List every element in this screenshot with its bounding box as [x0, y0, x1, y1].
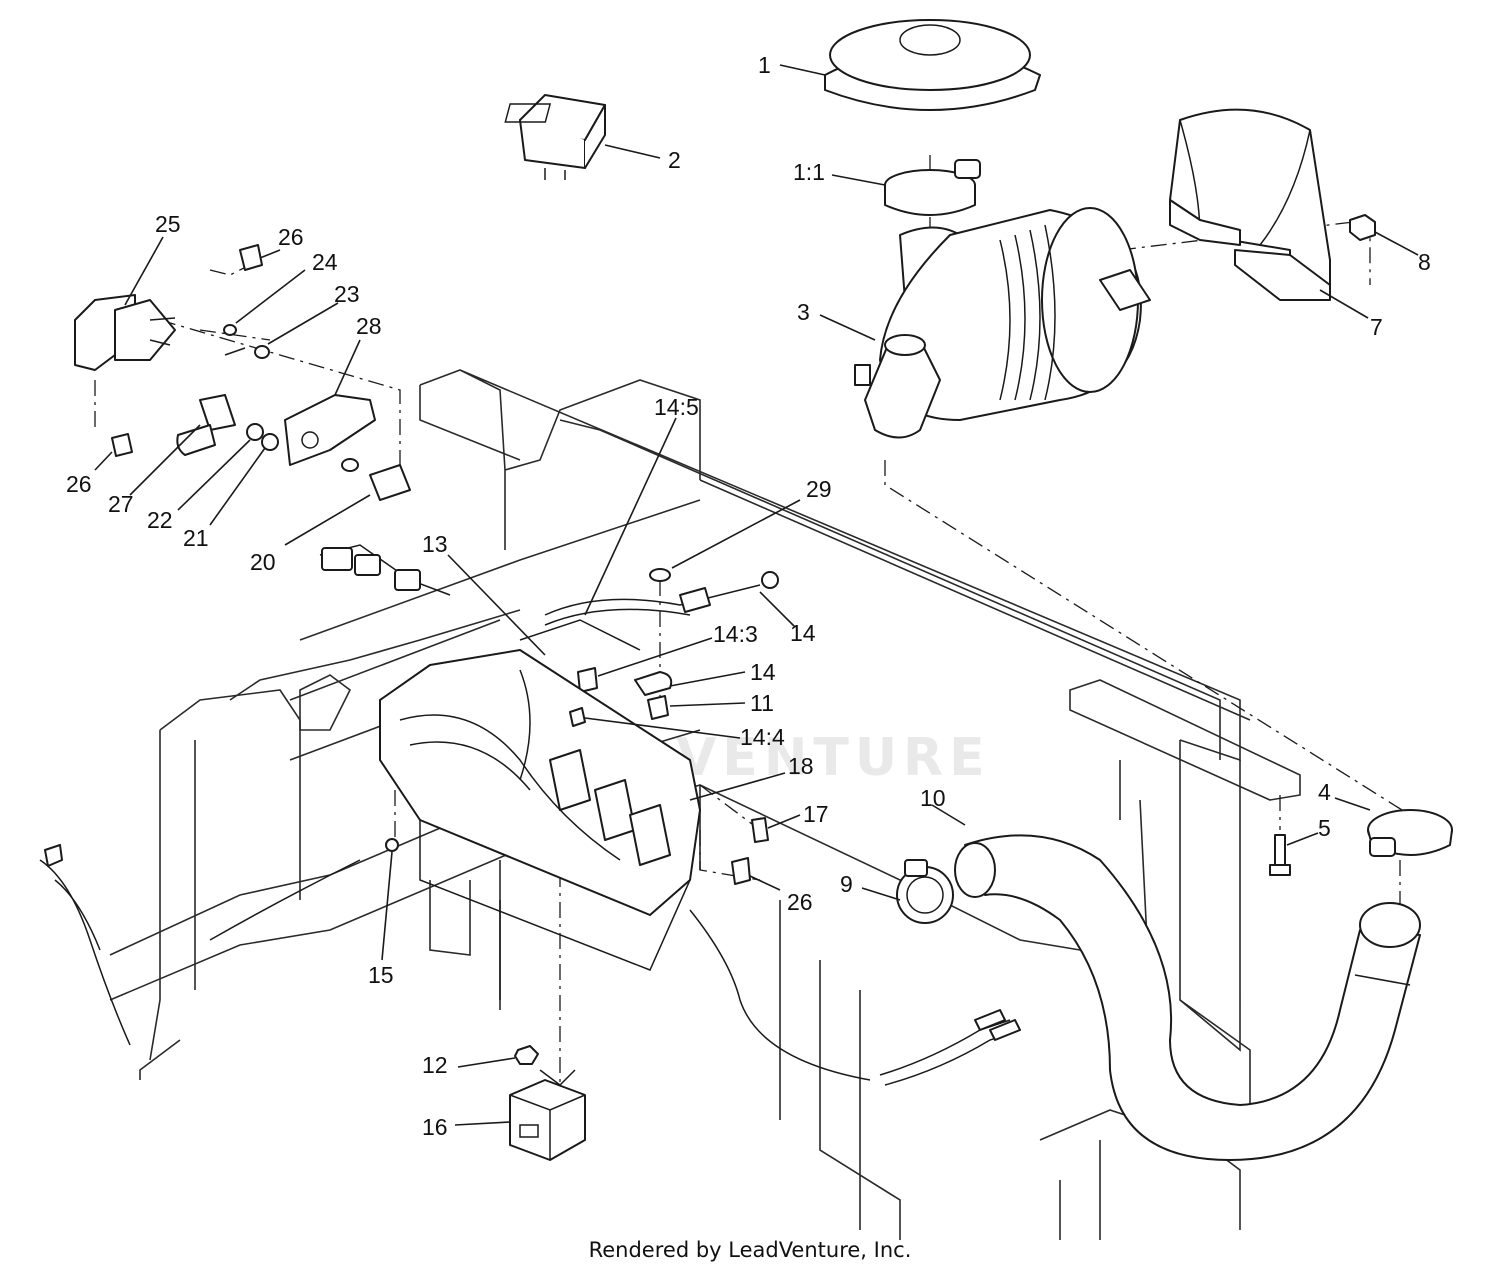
part-7-bracket — [1169, 108, 1331, 301]
callout-25: 25 — [155, 211, 181, 237]
part-23-nut — [254, 345, 270, 359]
part-3-air-cleaner — [854, 207, 1151, 439]
part-4-clamp — [1367, 809, 1453, 857]
part-8-nut — [1349, 214, 1376, 241]
callout-27: 27 — [108, 491, 134, 517]
callout-2: 2 — [668, 147, 681, 173]
callout-10: 10 — [920, 785, 946, 811]
callout-24: 24 — [312, 249, 338, 275]
callout-3: 3 — [797, 299, 810, 325]
callouts: 1 1:1 2 3 4 5 7 8 9 10 11 12 13 14 14 14… — [66, 52, 1431, 1140]
callout-7: 7 — [1370, 314, 1383, 340]
part-16-relay — [509, 1069, 586, 1161]
callout-15: 15 — [368, 962, 394, 988]
callout-12: 12 — [422, 1052, 448, 1078]
callout-13: 13 — [422, 531, 448, 557]
callout-20: 20 — [250, 549, 276, 575]
callout-14-3: 14:3 — [713, 621, 758, 647]
part-14-ring-terminal — [634, 671, 673, 696]
part-26-bolt-top — [239, 244, 263, 271]
callout-23: 23 — [334, 281, 360, 307]
callout-28: 28 — [356, 313, 382, 339]
callout-29: 29 — [806, 476, 832, 502]
callout-14-4: 14:4 — [740, 724, 785, 750]
callout-11: 11 — [750, 690, 774, 716]
callout-26-lower: 26 — [787, 889, 813, 915]
part-26-bolt-left — [111, 433, 133, 457]
part-1-cover — [824, 19, 1041, 111]
part-9-clamp — [896, 859, 954, 924]
part-27-terminal — [176, 394, 236, 456]
part-10-hose — [954, 834, 1421, 1161]
callout-26-top: 26 — [278, 224, 304, 250]
callout-18: 18 — [788, 753, 814, 779]
callout-22: 22 — [147, 507, 173, 533]
part-17-screw — [751, 817, 769, 843]
callout-14-5: 14:5 — [654, 394, 699, 420]
callout-16: 16 — [422, 1114, 448, 1140]
callout-8: 8 — [1418, 249, 1431, 275]
callout-5: 5 — [1318, 815, 1331, 841]
callout-17: 17 — [803, 801, 829, 827]
part-24-washer — [223, 324, 246, 356]
callout-21: 21 — [183, 525, 209, 551]
part-28-boot — [284, 394, 376, 466]
misc-wiring — [39, 844, 1021, 1086]
part-11-bolt — [647, 695, 669, 720]
callout-14-upper: 14 — [790, 620, 816, 646]
callout-1: 1 — [758, 52, 771, 78]
part-12-nut — [514, 1045, 539, 1065]
part-22-washer — [246, 423, 264, 441]
part-18-relay-tray — [379, 649, 701, 971]
callout-14-lower: 14 — [750, 659, 776, 685]
part-15-fastener — [385, 838, 399, 852]
callout-4: 4 — [1318, 779, 1331, 805]
part-5-bolt — [1269, 834, 1291, 876]
callout-9: 9 — [840, 871, 853, 897]
part-2-hour-meter — [504, 94, 606, 180]
part-25-connector — [74, 294, 176, 371]
part-1-1-clamp — [884, 159, 981, 216]
part-21-nut — [261, 433, 279, 451]
part-29-washer — [649, 568, 671, 582]
footer-credit: Rendered by LeadVenture, Inc. — [588, 1238, 912, 1262]
part-20-spacer — [341, 458, 411, 501]
part-14-wire-harness — [319, 544, 779, 651]
callout-26-left: 26 — [66, 471, 92, 497]
part-14-3-terminal — [577, 667, 598, 693]
leader-lines — [94, 64, 1419, 1126]
part-26-bolt-lower — [731, 857, 751, 885]
callout-1-1: 1:1 — [793, 159, 825, 185]
